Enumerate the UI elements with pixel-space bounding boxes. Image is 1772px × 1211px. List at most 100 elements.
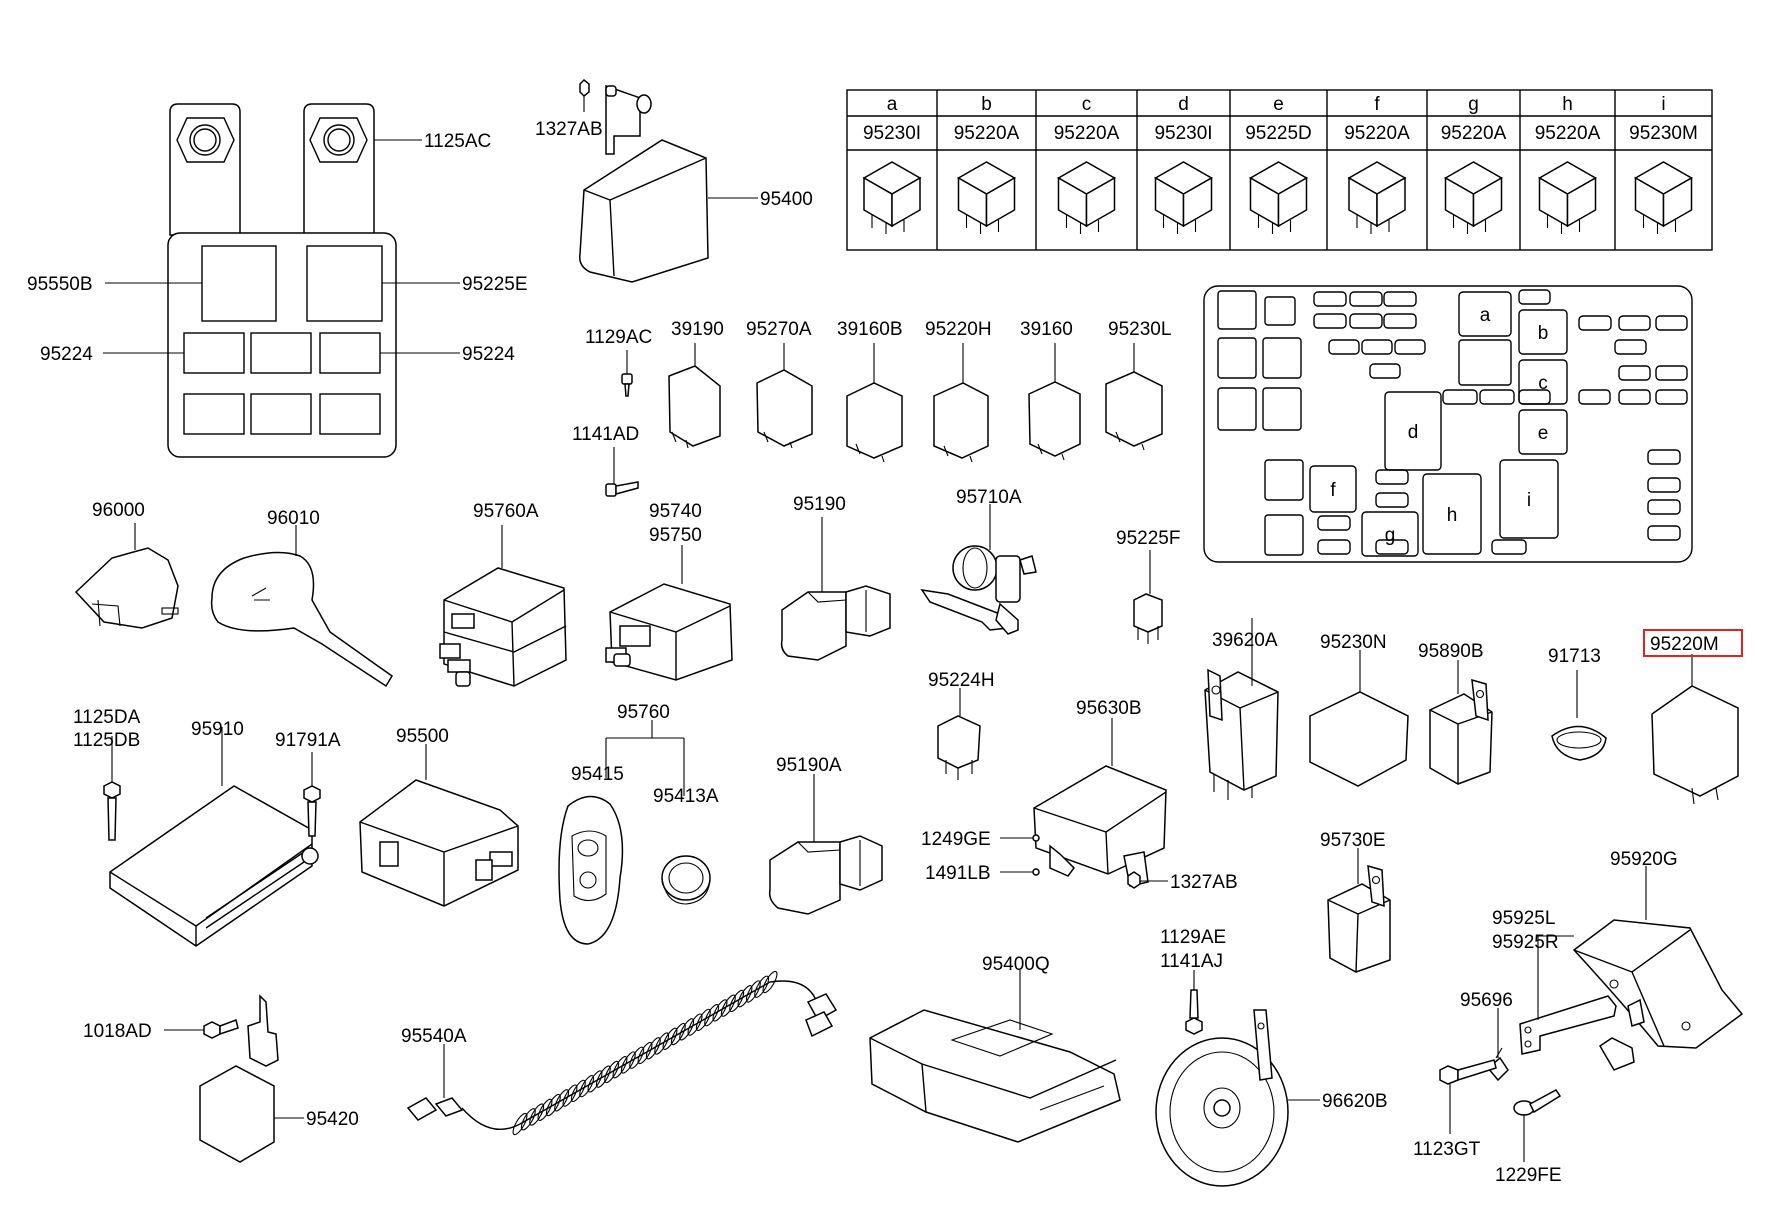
part-label: 95224 [462,344,515,365]
relay-table-relay-drawing [862,161,922,234]
coil-loop [562,1084,578,1107]
part-label: 95696 [1460,990,1513,1011]
relay-95230L [1105,371,1163,451]
part-label: 95224H [928,670,995,691]
relay-table-relay-drawing [1248,161,1309,234]
coil-loop [695,1008,711,1031]
part-label: 95420 [306,1109,359,1130]
fuse-box-slot [1361,511,1419,557]
coil-loop [629,1046,645,1069]
screw-91791A [303,785,321,837]
module-95630B [1033,765,1167,887]
part-label: 96620B [1322,1091,1388,1112]
fuse-box-slot-label: h [1447,505,1458,526]
module-95920G [1519,919,1744,1071]
part-label: 96000 [92,500,145,521]
coil-loop [729,989,745,1013]
coil-loop [579,1075,595,1098]
relay-table-relay-drawing [1537,161,1598,234]
coil-loop [762,970,778,994]
coil-loop [679,1018,695,1041]
coil-loop [704,1004,720,1027]
relay-table-header: f [1374,94,1380,115]
part-label-highlighted: 95220M [1650,634,1719,655]
part-label: 95225F [1116,528,1180,549]
part-label: 95550B [27,274,93,295]
part-label: 1129AE [1160,927,1226,948]
relay-95220M [1651,685,1739,805]
fuse-box-slot-label: c [1538,373,1548,394]
coil-loop [712,999,728,1022]
part-label: 1123GT [1413,1139,1481,1160]
module-95500 [359,779,519,907]
part-label: 1125DA [73,707,141,728]
relay-95230N [1309,691,1409,787]
relay-table-relay-drawing [956,161,1017,234]
module-95760A [439,567,567,687]
relay-table-relay-drawing [1056,161,1117,234]
relay-table-part: 95230I [1154,123,1212,144]
fuse-box-slot-label: b [1538,323,1549,344]
part-label: 1327AB [1170,872,1238,893]
fuse-box-slot [1422,473,1482,555]
relay-95420 [199,994,279,1163]
relay-table-part: 95220A [1441,123,1507,144]
highlight-box [1643,629,1743,657]
part-label: 95230N [1320,632,1387,653]
screw-1141AD [605,481,639,497]
switch-95190A [768,835,883,915]
fuse-box-slot-label: g [1385,525,1396,546]
screw-1129AC [621,373,633,397]
fuse-box-slot [1458,291,1512,337]
part-label: 95925R [1492,932,1559,953]
coil-loop [587,1070,603,1093]
fuse-box-slot [1499,459,1559,539]
relay-95224H [937,715,981,780]
part-label: 95630B [1076,698,1142,719]
part-label: 95230L [1108,319,1171,340]
part-label: 96010 [267,508,320,529]
fuse-box-slot [1518,409,1568,455]
fuse-box-slot-label: e [1538,423,1549,444]
part-label: 39190 [671,319,724,340]
actuator-95710A [920,545,1037,635]
coil-loop [595,1065,611,1088]
module-95740 [605,583,733,681]
relay-table-part: 95220A [954,123,1020,144]
relay-table-part: 95220A [1054,123,1120,144]
coil-loop [645,1037,661,1060]
coil-loop [545,1093,561,1117]
coil-loop [604,1060,620,1084]
coil-loop [662,1027,678,1050]
relay-table-relay-drawing [1443,161,1504,234]
part-label: 95540A [401,1026,467,1047]
relay-table-part: 95220A [1344,123,1410,144]
part-label: 39160 [1020,319,1073,340]
bolt-1123GT [1439,1059,1497,1085]
battery-95413A [661,855,711,905]
part-label: 95500 [396,726,449,747]
coil-loop [529,1103,545,1126]
part-label: 39620A [1212,630,1278,651]
part-label: 1141AJ [1160,951,1223,972]
part-label: 1129AC [585,327,652,348]
coil-loop [612,1056,628,1079]
relay-table-part: 95225D [1245,123,1312,144]
part-label: 95760A [473,501,539,522]
fuse-box-slot [1309,465,1357,513]
coil-loop [637,1041,653,1065]
relay-95270A [756,369,813,449]
part-label: 95413A [653,786,719,807]
part-label: 1229FE [1495,1165,1562,1186]
horn-96620B [1155,1009,1289,1187]
relay-table-header: i [1661,94,1665,115]
cover-96010 [210,551,394,688]
coil-loop [537,1098,553,1121]
relay-39160 [1028,381,1081,461]
relay-box-assembly [167,103,397,458]
relay-95225F [1133,593,1163,644]
coil-loop [620,1051,636,1074]
relay-95400 [578,78,709,283]
part-label: 1125AC [424,131,491,152]
